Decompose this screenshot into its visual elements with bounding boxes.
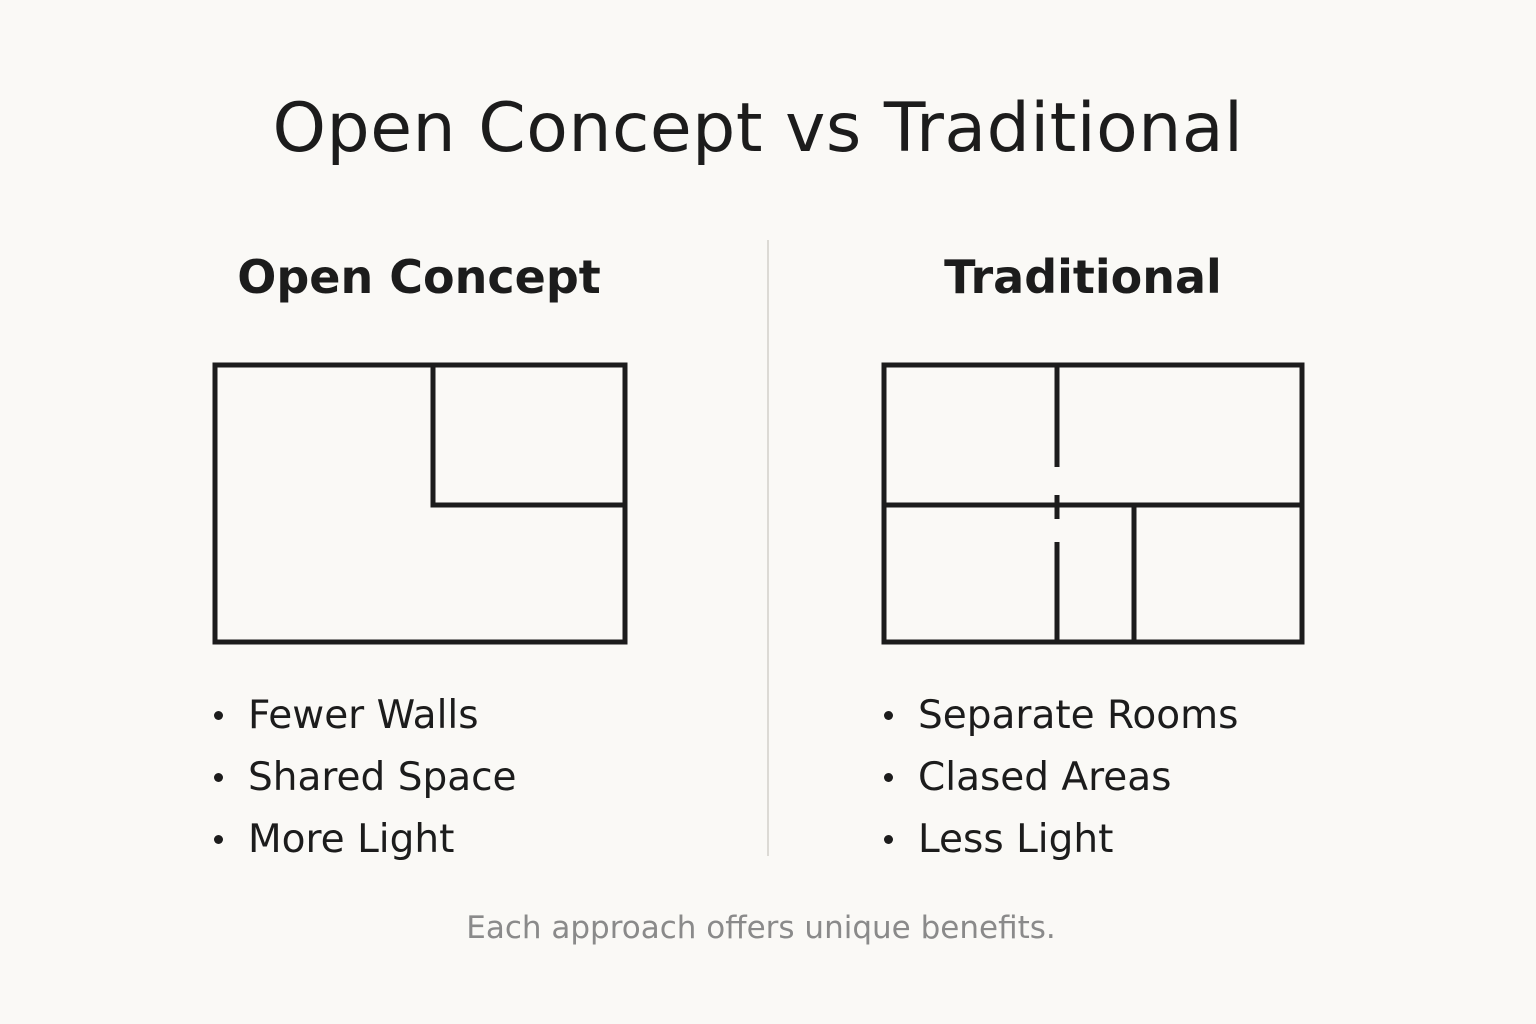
list-item: Clased Areas <box>878 746 1238 808</box>
bullet-icon <box>884 710 893 720</box>
list-item: Fewer Walls <box>208 684 517 746</box>
feature-label: Fewer Walls <box>248 692 479 738</box>
feature-label: More Light <box>248 816 455 862</box>
footer-note: Each approach offers unique benefits. <box>466 910 1056 946</box>
page-title: Open Concept vs Traditional <box>272 89 1244 168</box>
bullet-icon <box>214 772 223 782</box>
feature-label: Separate Rooms <box>918 692 1239 738</box>
bullet-icon <box>214 710 223 720</box>
feature-label: Shared Space <box>248 754 517 800</box>
traditional-feature-list: Separate Rooms Clased Areas Less Light <box>878 684 1238 870</box>
bullet-icon <box>884 772 893 782</box>
list-item: More Light <box>208 808 517 870</box>
bullet-icon <box>214 834 223 844</box>
open-concept-feature-list: Fewer Walls Shared Space More Light <box>208 684 517 870</box>
list-item: Separate Rooms <box>878 684 1238 746</box>
feature-label: Clased Areas <box>918 754 1172 800</box>
open-concept-heading: Open Concept <box>237 250 601 304</box>
feature-label: Less Light <box>918 816 1114 862</box>
bullet-icon <box>884 834 893 844</box>
column-divider <box>767 240 769 856</box>
list-item: Shared Space <box>208 746 517 808</box>
traditional-heading: Traditional <box>944 250 1222 304</box>
traditional-floor-plan <box>881 362 1305 645</box>
list-item: Less Light <box>878 808 1238 870</box>
open-concept-floor-plan <box>212 362 628 645</box>
